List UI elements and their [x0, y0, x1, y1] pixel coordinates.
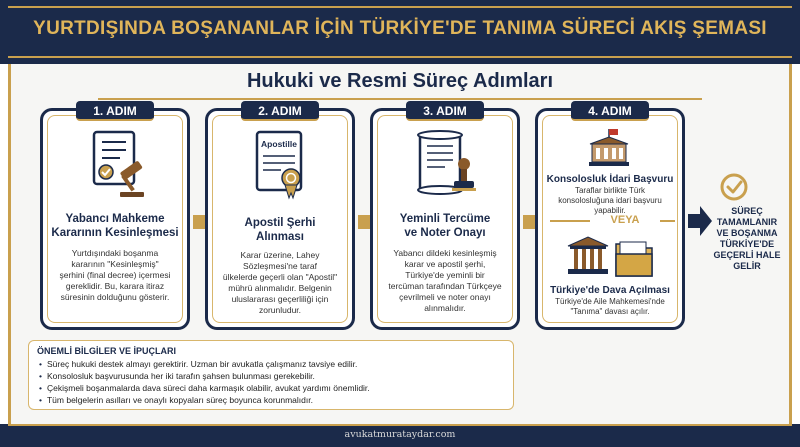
- header-gold-line-top: [8, 6, 792, 8]
- final-result-text: SÜREÇ TAMAMLANIR VE BOŞANMA TÜRKİYE'DE G…: [706, 206, 788, 272]
- final-line: SÜREÇ: [731, 206, 763, 216]
- step-3-desc-line: çevrilmeli ve noter onayı: [399, 292, 491, 302]
- notes-list: Süreç hukuki destek almayı gerektirir. U…: [39, 358, 370, 406]
- step-3-badge: 3. ADIM: [406, 101, 484, 121]
- step-3-description: Yabancı dildeki kesinleşmiş karar ve apo…: [378, 248, 512, 314]
- step-1-desc-line: süresinin dolduğunu gösterir.: [60, 292, 170, 302]
- footer-bar: [0, 424, 800, 447]
- step-2-description: Karar üzerine, Lahey Sözleşmesi'ne taraf…: [213, 250, 347, 316]
- step-3-desc-line: Yabancı dildeki kesinleşmiş: [393, 248, 497, 258]
- step-3-card: [370, 108, 520, 330]
- step-1-title-line: Yabancı Mahkeme: [65, 213, 165, 225]
- footer-website: avukatmurataydar.com: [344, 429, 456, 440]
- step-3-desc-line: Türkiye'de yeminli bir: [405, 270, 485, 280]
- step-3-desc-line: alınmalıdır.: [424, 303, 466, 313]
- step-3-title-line: ve Noter Onayı: [404, 227, 486, 239]
- or-label: VEYA: [610, 214, 640, 226]
- section-subtitle: Hukuki ve Resmi Süreç Adımları: [246, 70, 554, 92]
- page-title: YURTDIŞINDA BOŞANANLAR İÇİN TÜRKİYE'DE T…: [33, 18, 767, 39]
- step-4-badge: 4. ADIM: [571, 101, 649, 121]
- step-2-title-line: Alınması: [256, 231, 304, 243]
- arrow-right-final-icon: [688, 206, 712, 236]
- consulate-building-icon: [589, 129, 629, 166]
- step-2-badge: 2. ADIM: [241, 101, 319, 121]
- note-item: Konsolosluk başvurusunda her iki tarafın…: [39, 370, 370, 382]
- step-3-title-line: Yeminli Tercüme: [399, 213, 491, 225]
- final-line: TÜRKİYE'DE: [719, 239, 775, 249]
- final-line: VE BOŞANMA: [716, 228, 778, 238]
- step-2-desc-line: ülkelerde geçerli olan "Apostil": [222, 272, 338, 282]
- note-item: Süreç hukuki destek almayı gerektirir. U…: [39, 358, 370, 370]
- step-1-desc-line: Yurtdışındaki boşanma: [71, 248, 159, 258]
- veya-divider-right: [660, 220, 675, 222]
- scroll-stamp-icon: [417, 130, 476, 195]
- step-2-desc-line: zorunludur.: [258, 305, 302, 315]
- courthouse-folder-icon: [567, 236, 653, 277]
- step-2-desc-line: Karar üzerine, Lahey: [240, 250, 320, 260]
- notes-box: ÖNEMLİ BİLGİLER VE İPUÇLARI Süreç hukuki…: [28, 340, 514, 410]
- subtitle-underline: [98, 98, 702, 100]
- option-lawsuit-title: Türkiye'de Dava Açılması: [550, 285, 670, 296]
- veya-divider-left: [550, 220, 590, 222]
- note-item: Çekişmeli boşanmalarda dava süreci daha …: [39, 382, 370, 394]
- option-consulate-description: Taraflar birlikte Türk konsolosluğuna id…: [543, 186, 677, 216]
- step-3-desc-line: karar ve apostil şerhi,: [404, 259, 486, 269]
- option-lawsuit-desc-line: "Tanıma" davası açılır.: [570, 307, 650, 316]
- final-line: GEÇERLİ HALE: [713, 250, 781, 260]
- apostille-icon-label: Apostille: [261, 139, 297, 149]
- option-consulate-title: Konsolosluk İdari Başvuru: [546, 174, 674, 185]
- court-document-gavel-icon: [92, 130, 144, 197]
- final-line: TAMAMLANIR: [716, 217, 778, 227]
- option-consulate-desc-line: yapabilir.: [594, 206, 626, 215]
- step-2-title-line: Apostil Şerhi: [244, 217, 316, 229]
- notes-title: ÖNEMLİ BİLGİLER VE İPUÇLARI: [37, 346, 177, 356]
- step-3-title: Yeminli Tercüme ve Noter Onayı: [376, 212, 514, 240]
- header-gold-line-bottom: [8, 56, 792, 58]
- step-2-card: [205, 108, 355, 330]
- step-2-desc-line: mührü alınmalıdır. Belgenin: [228, 283, 332, 293]
- option-lawsuit-description: Türkiye'de Aile Mahkemesi'nde "Tanıma" d…: [543, 297, 677, 317]
- option-consulate-desc-line: konsolosluğuna idari başvuru: [558, 196, 662, 205]
- step-1-title-line: Kararının Kesinleşmesi: [51, 227, 179, 239]
- option-consulate-desc-line: Taraflar birlikte Türk: [574, 186, 646, 195]
- step-2-title: Apostil Şerhi Alınması: [211, 216, 349, 244]
- step-2-desc-line: uluslararası geçerliliği için: [231, 294, 329, 304]
- step-3-desc-line: tercüman tarafından Türkçeye: [388, 281, 502, 291]
- check-circle-icon: [720, 173, 748, 201]
- header-bar: [0, 0, 800, 64]
- apostille-certificate-icon: Apostille: [255, 130, 303, 200]
- step-1-desc-line: kararının "Kesinleşmiş": [71, 259, 159, 269]
- final-line: GELİR: [733, 261, 761, 271]
- step-1-desc-line: şerhini (final decree) içermesi: [59, 270, 171, 280]
- step-2-desc-line: Sözleşmesi'ne taraf: [243, 261, 317, 271]
- note-item: Tüm belgelerin asılları ve onaylı kopyal…: [39, 394, 370, 406]
- step-1-desc-line: gereklidir. Bu, karara itiraz: [65, 281, 165, 291]
- step-1-badge: 1. ADIM: [76, 101, 154, 121]
- option-lawsuit-desc-line: Türkiye'de Aile Mahkemesi'nde: [555, 297, 665, 306]
- step-1-description: Yurtdışındaki boşanma kararının "Kesinle…: [48, 248, 182, 303]
- step-1-title: Yabancı Mahkeme Kararının Kesinleşmesi: [46, 212, 184, 240]
